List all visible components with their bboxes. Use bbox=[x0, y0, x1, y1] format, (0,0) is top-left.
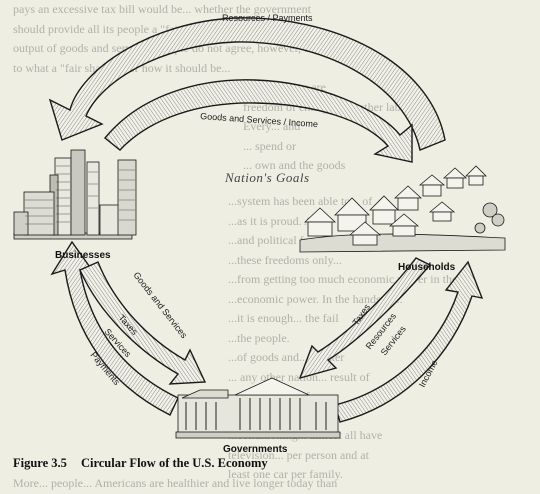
arrow-income bbox=[334, 260, 484, 423]
text-line: ...economic power. In the hands of... bbox=[228, 291, 403, 306]
governments-capitol-illustration bbox=[175, 377, 341, 439]
figure-caption: Figure 3.5 Circular Flow of the U.S. Econ… bbox=[13, 456, 268, 471]
text-line: ...as it is proud. At... bbox=[228, 213, 326, 228]
figure-title: Circular Flow of the U.S. Economy bbox=[80, 456, 268, 470]
arrow-taxes-resources-services bbox=[298, 257, 432, 380]
text-line: ... spend or bbox=[243, 138, 296, 153]
section-heading: Nation's Goals bbox=[225, 170, 310, 185]
background-text-bottom: More... people... Americans are healthie… bbox=[13, 476, 338, 490]
arrow-goods-services-left bbox=[79, 261, 207, 385]
businesses-label: Businesses bbox=[55, 250, 111, 261]
text-line: ... any other nation... result of bbox=[228, 369, 370, 384]
governments-label: Governments bbox=[223, 444, 288, 455]
businesses-skyline-illustration bbox=[13, 149, 137, 240]
figure-number: Figure 3.5 bbox=[13, 456, 67, 470]
arrow-goods-services-income bbox=[104, 79, 413, 163]
text-line: ...the people. bbox=[228, 330, 290, 345]
arrow-taxes-services-payments bbox=[50, 240, 179, 416]
households-houses-illustration bbox=[299, 165, 506, 253]
label-goods-services-income: Goods and Services / Income bbox=[200, 111, 318, 129]
arrow-resources-payments bbox=[48, 17, 446, 151]
text-line: Every... and bbox=[243, 119, 301, 133]
text-line: ...it is enough... the fail bbox=[228, 311, 339, 325]
text-line: ...system has been able to... of bbox=[228, 194, 373, 208]
text-line: ... own and the goods bbox=[243, 158, 346, 172]
text-line: ...these freedoms only... bbox=[228, 252, 342, 267]
background-text-middle: ...system has been able to... of ...as i… bbox=[228, 192, 528, 485]
households-label: Households bbox=[398, 262, 456, 273]
text-line: television... per person and at bbox=[228, 447, 369, 462]
text-line: least one car per family. bbox=[228, 467, 343, 481]
text-line: pays an excessive tax bill would be... w… bbox=[13, 2, 311, 16]
label-resources-payments: Resources / Payments bbox=[222, 13, 313, 23]
